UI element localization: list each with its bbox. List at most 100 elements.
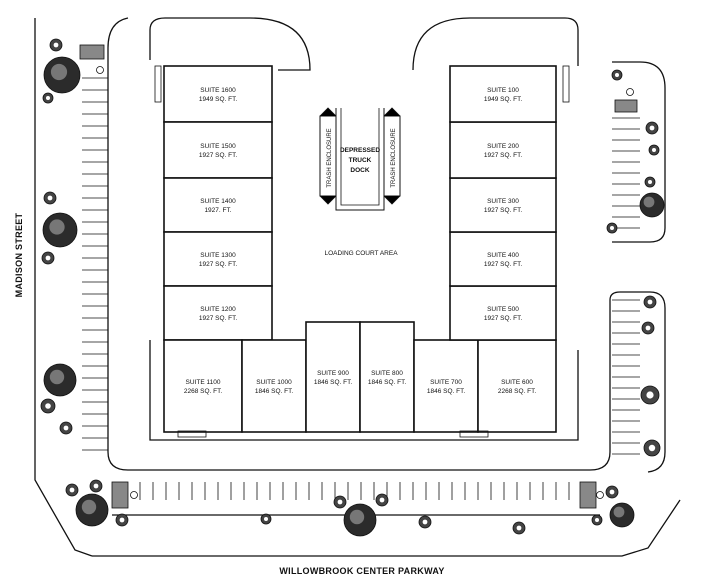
shrub-center <box>645 325 651 331</box>
loading-court-label: LOADING COURT AREA <box>324 250 398 257</box>
suite-outline <box>449 177 557 233</box>
trash-enclosure-right-label: TRASH ENCLOSURE <box>391 128 397 187</box>
shrub-center <box>69 487 75 493</box>
tree-highlight <box>613 506 625 518</box>
depressed-truck-dock <box>335 108 385 211</box>
shrub-center <box>647 299 653 305</box>
right-top-parking-outline <box>612 61 666 243</box>
suite-name: SUITE 1400 <box>200 198 236 205</box>
trash-enclosure-left-label: TRASH ENCLOSURE <box>327 128 333 187</box>
suite-area: 1846 SQ. FT. <box>255 388 293 395</box>
suite-name: SUITE 500 <box>487 306 519 313</box>
shrub-center <box>516 525 522 531</box>
shrub-center <box>53 42 59 48</box>
suite-area: 1927 SQ. FT. <box>199 315 237 322</box>
accessible-stalls <box>79 44 638 509</box>
parking-stalls-bottom <box>139 482 570 500</box>
suite-1200: SUITE 1200 1927 SQ. FT. <box>163 285 273 341</box>
suite-outline <box>163 285 273 341</box>
suite-outline <box>359 321 415 433</box>
suite-name: SUITE 1500 <box>200 143 236 150</box>
suite-outline <box>413 339 479 433</box>
suite-name: SUITE 300 <box>487 198 519 205</box>
suite-name: SUITE 1100 <box>186 379 221 386</box>
suite-outline <box>449 285 557 341</box>
suite-600: SUITE 600 2268 SQ. FT. <box>477 339 557 433</box>
shrub-center <box>46 96 50 100</box>
shrub-center <box>646 391 654 399</box>
shrub-center <box>45 255 51 261</box>
shrub-center <box>652 148 656 152</box>
site-boundary-left <box>34 18 93 557</box>
suite-outline <box>241 339 307 433</box>
suite-name: SUITE 700 <box>430 379 462 386</box>
suite-300: SUITE 300 1927 SQ. FT. <box>449 177 557 233</box>
suite-area: 1846 SQ. FT. <box>314 379 352 386</box>
suite-name: SUITE 900 <box>317 370 349 377</box>
shrub-center <box>337 499 343 505</box>
suite-area: 1927 SQ. FT. <box>199 261 237 268</box>
suite-name: SUITE 800 <box>371 370 403 377</box>
suite-outline <box>449 121 557 179</box>
suite-700: SUITE 700 1846 SQ. FT. <box>413 339 479 433</box>
suite-area: 1949 SQ. FT. <box>199 96 237 103</box>
suite-name: SUITE 1600 <box>200 87 236 94</box>
suite-name: SUITE 400 <box>487 252 519 259</box>
shrub-center <box>648 180 652 184</box>
suite-name: SUITE 100 <box>487 87 519 94</box>
shrub-center <box>379 497 385 503</box>
shrub-center <box>649 125 655 131</box>
suite-outline <box>163 177 273 233</box>
shrub-center <box>63 425 69 431</box>
dock-label-line2: TRUCK <box>349 157 372 164</box>
shrub-center <box>47 195 53 201</box>
suite-area: 2268 SQ. FT. <box>498 388 536 395</box>
tree-highlight <box>49 369 65 385</box>
shrub-center <box>615 73 619 77</box>
courtyard-left-arc <box>149 17 311 71</box>
left-parking-outline <box>107 17 666 473</box>
suite-name: SUITE 1200 <box>200 306 236 313</box>
suite-area: 1927 SQ. FT. <box>484 315 522 322</box>
suite-800: SUITE 800 1846 SQ. FT. <box>359 321 415 433</box>
building-base-line <box>149 340 579 441</box>
suite-outline <box>305 321 361 433</box>
shrub-center <box>609 489 615 495</box>
shrub-center <box>119 517 125 523</box>
tree-highlight <box>50 63 68 81</box>
parking-stalls-right <box>612 117 640 455</box>
parking-stalls-left <box>82 77 108 451</box>
site-boundary-bottom <box>92 499 681 557</box>
suite-outline <box>449 65 557 123</box>
suite-area: 1949 SQ. FT. <box>484 96 522 103</box>
shrub-center <box>648 444 656 452</box>
willowbrook-parkway-label: WILLOWBROOK CENTER PARKWAY <box>279 566 444 576</box>
enclosure-hatching <box>319 107 401 205</box>
madison-street-label: MADISON STREET <box>14 212 24 297</box>
suite-area: 2268 SQ. FT. <box>184 388 222 395</box>
suite-1100: SUITE 1100 2268 SQ. FT. <box>163 339 243 433</box>
suite-area: 1846 SQ. FT. <box>427 388 465 395</box>
suite-area: 1927. FT. <box>204 207 231 214</box>
suite-area: 1927 SQ. FT. <box>484 261 522 268</box>
suite-area: 1927 SQ. FT. <box>484 207 522 214</box>
storefront-marks <box>154 65 570 438</box>
shrub-center <box>93 483 99 489</box>
suite-1400: SUITE 1400 1927. FT. <box>163 177 273 233</box>
suite-area: 1846 SQ. FT. <box>368 379 406 386</box>
shrub-center <box>45 403 51 409</box>
suite-400: SUITE 400 1927 SQ. FT. <box>449 231 557 287</box>
shrub-center <box>595 518 599 522</box>
dock-label-line3: DOCK <box>350 167 369 174</box>
suite-100: SUITE 100 1949 SQ. FT. <box>449 65 557 123</box>
suite-area: 1927 SQ. FT. <box>484 152 522 159</box>
suite-name: SUITE 600 <box>501 379 533 386</box>
suite-outline <box>163 65 273 123</box>
suite-outline <box>163 339 243 433</box>
suite-500: SUITE 500 1927 SQ. FT. <box>449 285 557 341</box>
